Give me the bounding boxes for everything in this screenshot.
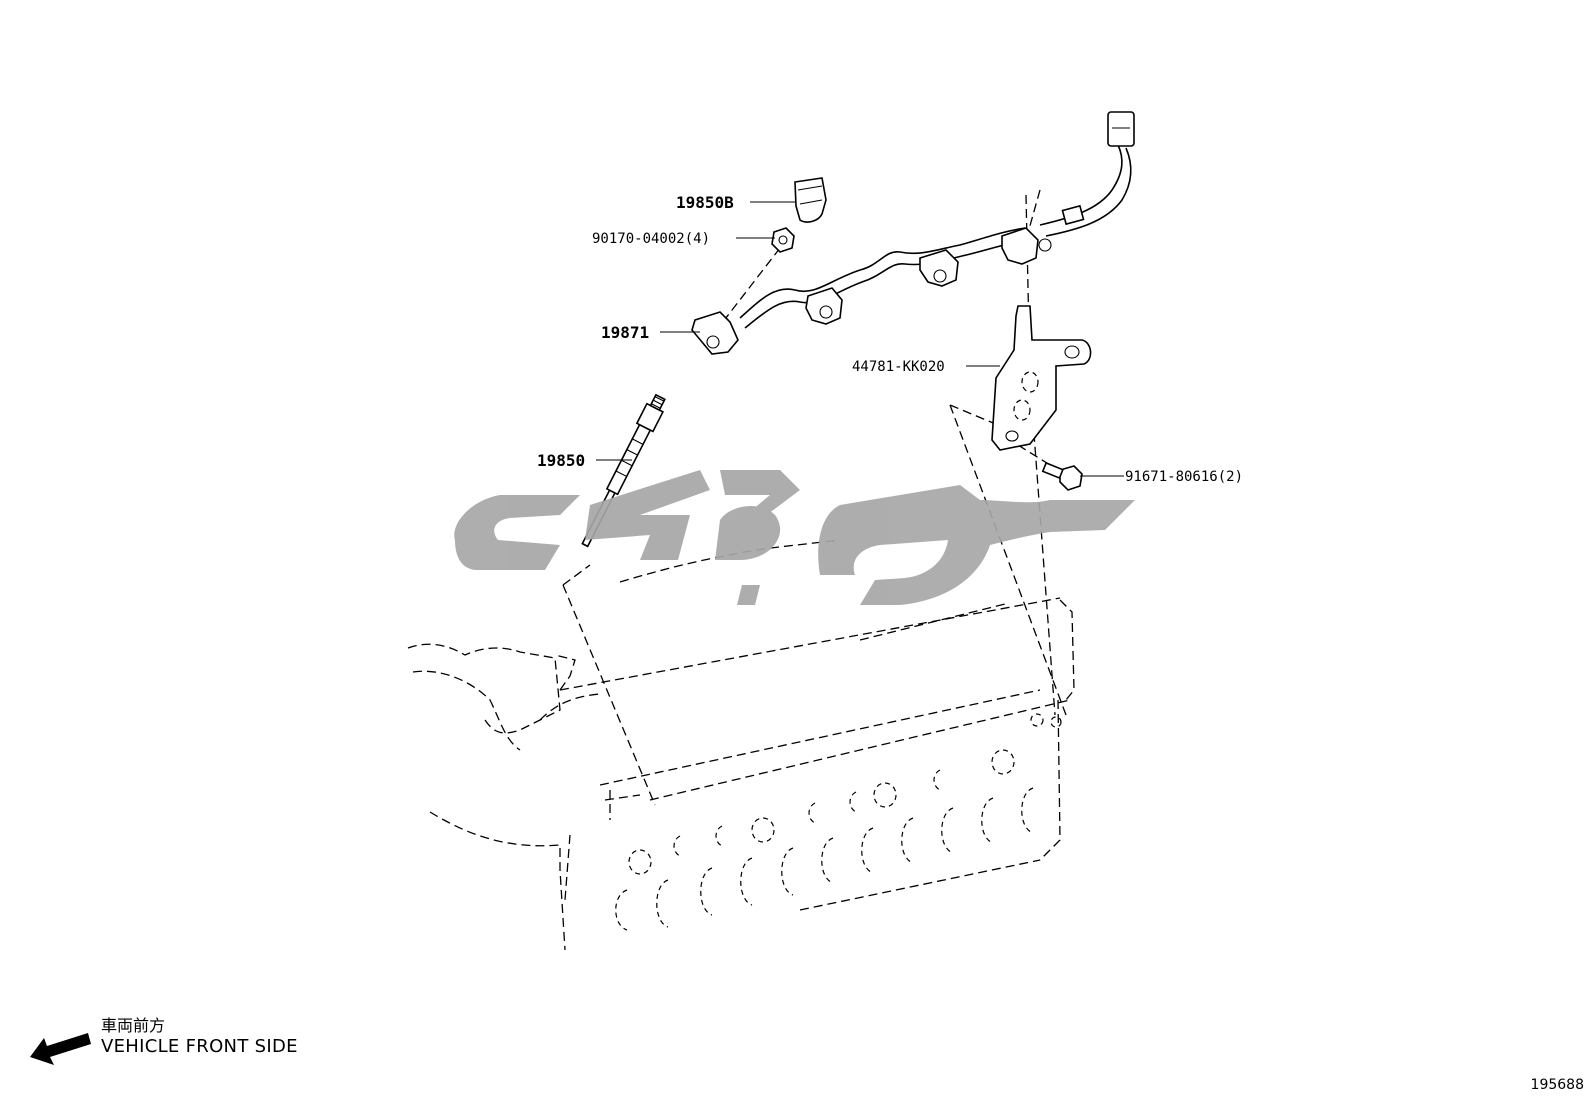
watermark-logo <box>454 470 1135 605</box>
part-label-19850: 19850 <box>537 451 585 470</box>
glow-plug-bores <box>628 713 1062 875</box>
leader-lines <box>596 201 1124 477</box>
glow-plug-connector-bar <box>691 111 1135 355</box>
diagram-reference-number: 195688 <box>1530 1077 1584 1093</box>
bolt <box>1041 461 1083 491</box>
bracket <box>991 305 1092 451</box>
nut <box>771 227 795 253</box>
part-label-90170: 90170-04002(4) <box>592 231 710 247</box>
vehicle-front-arrow-icon <box>30 1033 91 1065</box>
vehicle-front-label-english: VEHICLE FRONT SIDE <box>101 1036 298 1057</box>
part-label-44781: 44781-KK020 <box>852 359 945 375</box>
vehicle-front-label-japanese: 車両前方 <box>101 1016 166 1035</box>
engine-block-outline <box>407 539 1075 951</box>
cylinder-ports <box>615 769 1034 931</box>
part-label-19850b: 19850B <box>676 193 734 212</box>
part-label-91671: 91671-80616(2) <box>1125 469 1243 485</box>
part-label-19871: 19871 <box>601 323 649 342</box>
glow-plug-cap <box>794 177 827 223</box>
